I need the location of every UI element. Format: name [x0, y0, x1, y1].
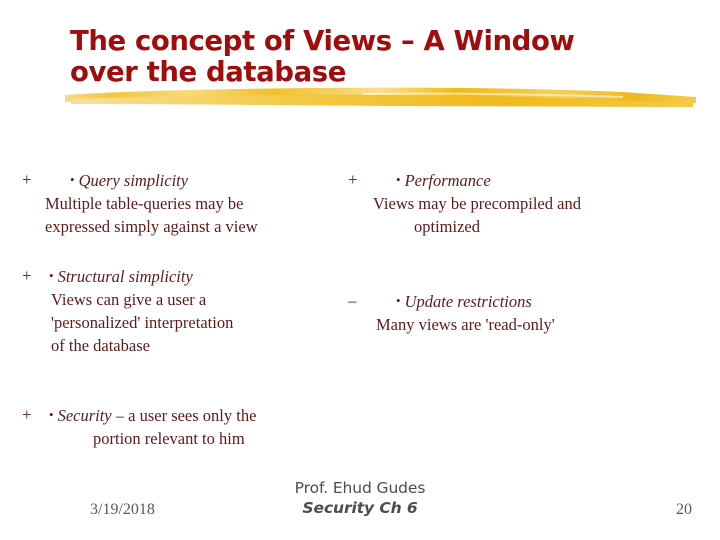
bullet-lead-tail: – a user sees only the	[111, 406, 257, 425]
bullet-item-performance: + •Performance Views may be precompiled …	[348, 168, 708, 238]
plus-marker-icon: +	[22, 170, 32, 189]
title-block: The concept of Views – A Window over the…	[65, 25, 696, 107]
bullet-dot-icon: •	[49, 268, 54, 283]
footer-course-title: Security Ch 6	[302, 499, 418, 517]
bullet-sub-line: Views can give a user a	[51, 290, 207, 309]
bullet-body: •Query simplicity Multiple table-queries…	[45, 168, 352, 238]
bullet-body: •Structural simplicity Views can give a …	[49, 264, 352, 357]
footer-author: Prof. Ehud Gudes	[294, 479, 426, 497]
bullet-body: •Performance Views may be precompiled an…	[373, 168, 708, 238]
bullet-lead-emphasis: Query simplicity	[78, 171, 189, 190]
bullet-dot-icon: •	[49, 407, 54, 422]
bullet-lead-emphasis: Update restrictions	[404, 292, 532, 311]
bullet-dot-icon: •	[396, 172, 401, 187]
plus-marker-icon: +	[348, 170, 358, 189]
minus-marker-icon: –	[348, 291, 357, 310]
bullet-item-security: + •Security – a user sees only the porti…	[22, 403, 352, 450]
bullet-lead-line: •Query simplicity	[70, 171, 188, 190]
bullet-column-left: + •Query simplicity Multiple table-queri…	[22, 168, 352, 466]
bullet-column-right: + •Performance Views may be precompiled …	[348, 168, 708, 352]
bullet-sub-line: 'personalized' interpretation	[51, 313, 234, 332]
plus-marker-icon: +	[22, 405, 32, 424]
footer-date: 3/19/2018	[90, 501, 155, 518]
bullet-lead-emphasis: Security	[57, 406, 112, 425]
bullet-item-update-restrictions: – •Update restrictions Many views are 'r…	[348, 289, 708, 336]
bullet-sub-line: Views may be precompiled and	[373, 194, 581, 213]
page-title: The concept of Views – A Window over the…	[70, 25, 575, 88]
bullet-item-query-simplicity: + •Query simplicity Multiple table-queri…	[22, 168, 352, 238]
bullet-item-structural-simplicity: + •Structural simplicity Views can give …	[22, 264, 352, 357]
footer-center-block: Prof. Ehud Gudes Security Ch 6	[0, 479, 720, 518]
bullet-sub-line: optimized	[414, 217, 480, 236]
bullet-sub-line: Many views are 'read-only'	[376, 315, 555, 334]
bullet-lead-emphasis: Structural simplicity	[57, 267, 193, 286]
bullet-sub-line: expressed simply against a view	[45, 217, 258, 236]
bullet-sub-line: portion relevant to him	[93, 429, 245, 448]
plus-marker-icon: +	[22, 266, 32, 285]
bullet-sub-line: Multiple table-queries may be	[45, 194, 244, 213]
bullet-sub-line: of the database	[51, 336, 150, 355]
bullet-lead-line: •Performance	[396, 171, 491, 190]
slide-number: 20	[676, 501, 692, 518]
bullet-lead-emphasis: Performance	[404, 171, 491, 190]
bullet-dot-icon: •	[396, 293, 401, 308]
bullet-lead-line: •Structural simplicity	[49, 267, 193, 286]
bullet-body: •Update restrictions Many views are 'rea…	[376, 289, 708, 336]
bullet-dot-icon: •	[70, 172, 75, 187]
bullet-body: •Security – a user sees only the portion…	[49, 403, 352, 450]
bullet-lead-line: •Security – a user sees only the	[49, 406, 256, 425]
bullet-lead-line: •Update restrictions	[396, 292, 532, 311]
